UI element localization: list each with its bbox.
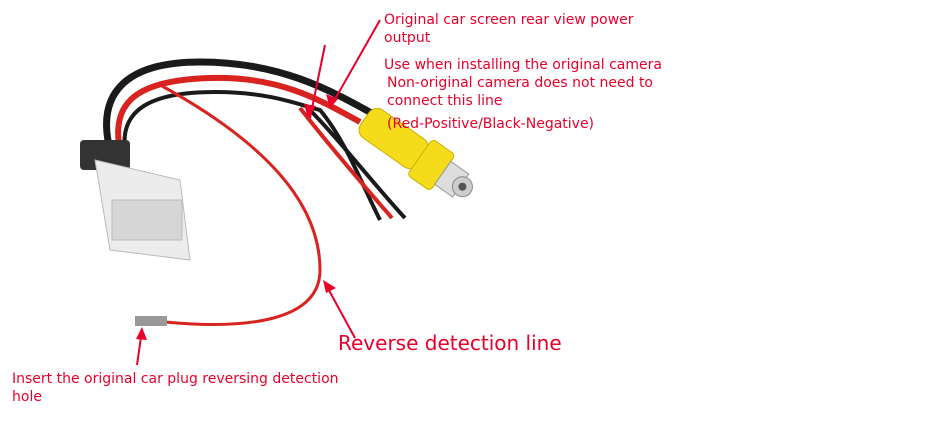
wire-terminal [135,316,167,326]
power-output-line2: output [384,29,431,46]
black-wire [103,58,377,151]
non-original-line1: Non-original camera does not need to [387,75,653,91]
black-power-wire [122,89,382,221]
original-camera-label: Use when installing the original camera [384,57,662,73]
polarity-label: (Red-Positive/Black-Negative) [387,116,595,132]
insert-plug-line1: Insert the original car plug reversing d… [12,371,339,387]
red-power-wire [298,106,394,220]
black-power-wire-2 [303,103,407,220]
reverse-line-label: Reverse detection line [338,331,562,355]
rca-connector [358,107,473,198]
tape-wrap [80,140,130,170]
insert-plug-label: Insert the original car plug reversing d… [12,371,339,406]
non-original-line2: connect this line [387,92,503,109]
reverse-detection-wire [161,84,322,326]
non-original-label: Non-original camera does not need to con… [387,75,653,110]
power-output-line1: Original car screen rear view power [384,12,634,28]
red-wire [115,74,362,151]
annotation-arrows [136,19,381,366]
power-output-label: Original car screen rear view power outp… [384,12,634,47]
insert-plug-line2: hole [12,388,42,405]
